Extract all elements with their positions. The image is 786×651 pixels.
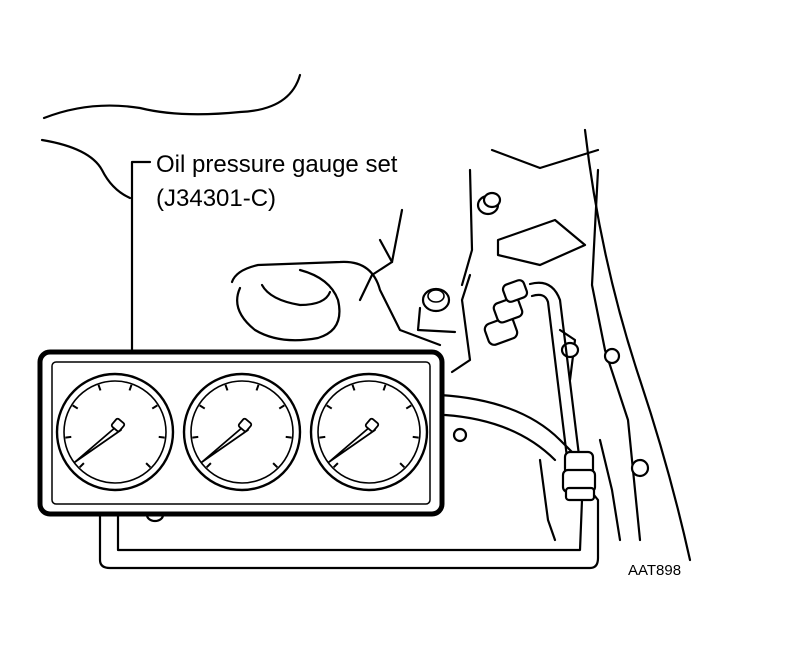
engine-block-outline [40,73,692,562]
gauge-needle [328,417,380,463]
gauge-needle [201,417,253,463]
gauge-tick [351,384,356,391]
callout-label-line2: (J34301-C) [156,185,276,212]
gauge-tick [405,404,412,410]
gauge-tick [272,462,279,469]
gauge-tick [332,462,339,469]
gauge-tick [224,384,229,391]
gauge-tick [158,435,165,439]
gauge-tick [319,435,326,439]
gauge-tick [78,462,85,469]
callout-leader [130,160,152,352]
gauge-tick [205,462,212,469]
pipe-fitting [483,279,529,346]
gauge-tick [382,384,387,391]
gauge-set [37,349,445,517]
gauge-tick [326,404,333,410]
gauge-tick [199,404,206,410]
gauge-tick [97,384,102,391]
gauge-tick [192,435,199,439]
gauge-tick [72,404,79,410]
gauge-tick [145,462,152,469]
gauge-tick [255,384,260,391]
pressure-gauge-dial [182,372,302,492]
gauge-tick [278,404,285,410]
gauge-tick [65,435,72,439]
callout-label-line1: Oil pressure gauge set [156,151,398,178]
gauge-tick [151,404,158,410]
gauge-set-inner-frame [51,361,431,505]
gauge-tick [399,462,406,469]
figure-code-label: AAT898 [628,562,681,579]
gauge-tick [285,435,292,439]
gauge-tick [128,384,133,391]
pressure-gauge-dial [309,372,429,492]
pressure-line [98,281,600,570]
pressure-gauge-dial [55,372,175,492]
gauge-tick [412,435,419,439]
gauge-needle [74,417,126,463]
